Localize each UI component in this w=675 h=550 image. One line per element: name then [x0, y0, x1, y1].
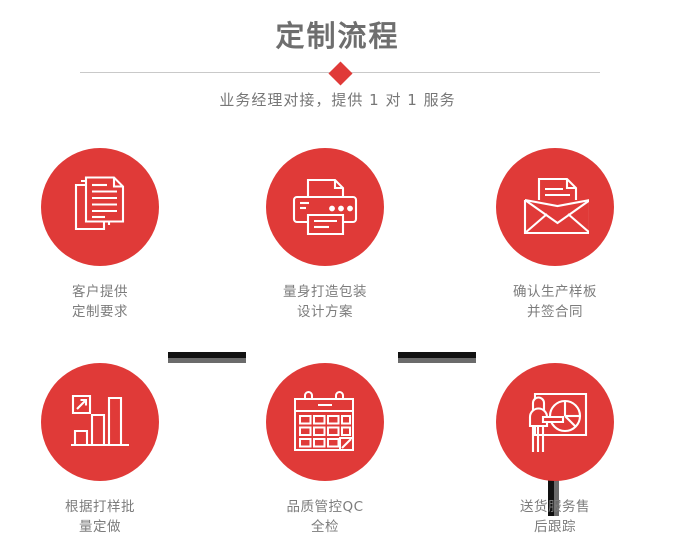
step-3-label: 确认生产样板 并签合同: [513, 284, 597, 320]
step-6-label: 送货服务售 后跟踪: [520, 499, 590, 535]
connector-step2-step3: [398, 352, 476, 363]
step-5-icon-circle: [266, 363, 384, 481]
flow-step-3[interactable]: 确认生产样板 并签合同: [465, 148, 645, 322]
envelope-document-icon: [521, 176, 589, 238]
flow-step-6[interactable]: 送货服务售 后跟踪: [465, 363, 645, 537]
step-4-icon-circle: [41, 363, 159, 481]
bar-chart-growth-icon: [68, 391, 132, 453]
page-subtitle: 业务经理对接，提供 1 对 1 服务: [219, 91, 456, 109]
connector-step3-step6: [548, 478, 559, 516]
step-3-icon-circle: [496, 148, 614, 266]
flow-diagram: 客户提供 定制要求: [0, 148, 675, 548]
diamond-marker-icon: [327, 60, 353, 86]
connector-shadow: [398, 358, 476, 363]
connector-bar: [398, 352, 476, 358]
connector-bar: [168, 352, 246, 358]
flow-step-2[interactable]: 量身打造包装 设计方案: [235, 148, 415, 322]
flow-step-5[interactable]: 品质管控QC 全检: [235, 363, 415, 537]
presenter-piechart-icon: [521, 390, 589, 454]
page-title: 定制流程: [275, 19, 400, 53]
stacked-documents-icon: [67, 174, 133, 240]
calendar-icon: [292, 390, 358, 454]
printer-icon: [291, 176, 359, 238]
flow-step-4[interactable]: 根据打样批 量定做: [10, 363, 190, 537]
step-2-label: 量身打造包装 设计方案: [283, 284, 367, 320]
step-6-icon-circle: [496, 363, 614, 481]
connector-shadow: [554, 478, 559, 516]
flow-step-1[interactable]: 客户提供 定制要求: [10, 148, 190, 322]
step-2-icon-circle: [266, 148, 384, 266]
step-5-label: 品质管控QC 全检: [286, 499, 364, 535]
connector-bar: [548, 478, 554, 516]
step-1-label: 客户提供 定制要求: [72, 284, 128, 320]
connector-shadow: [168, 358, 246, 363]
title-divider: [80, 60, 600, 86]
connector-step1-step2: [168, 352, 246, 363]
step-1-icon-circle: [41, 148, 159, 266]
step-4-label: 根据打样批 量定做: [65, 499, 135, 535]
